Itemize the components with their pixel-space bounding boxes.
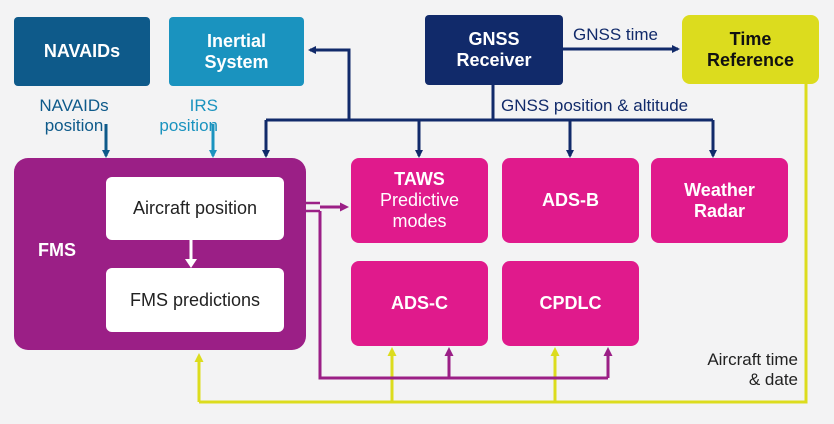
aircraft-time-date-label: Aircraft time & date bbox=[688, 350, 798, 391]
inertial-title-line1: Inertial bbox=[206, 30, 267, 51]
navaids-position-label-line1: NAVAIDs bbox=[39, 96, 109, 115]
time-distribution-line bbox=[199, 84, 808, 404]
aircraft-time-label-line2: & date bbox=[748, 370, 798, 390]
gnss-receiver-box: GNSS Receiver bbox=[425, 15, 563, 85]
inertial-title-line2: System bbox=[204, 51, 269, 72]
irs-position-label-line1: IRS bbox=[189, 96, 218, 115]
navaids-box: NAVAIDs bbox=[14, 17, 150, 86]
irs-position-label: IRS position bbox=[128, 96, 218, 137]
adsb-box: ADS-B bbox=[502, 158, 639, 243]
time-title-line2: Reference bbox=[706, 49, 795, 70]
taws-sub-line2: modes bbox=[392, 210, 447, 231]
adsb-title: ADS-B bbox=[542, 190, 599, 211]
navaids-position-label: NAVAIDs position bbox=[14, 96, 134, 137]
cpdlc-box: CPDLC bbox=[502, 261, 639, 346]
gnss-title-line1: GNSS bbox=[468, 29, 520, 50]
adsc-box: ADS-C bbox=[351, 261, 488, 346]
gnss-to-inertial-arrow bbox=[308, 46, 351, 120]
irs-position-label-line2: position bbox=[159, 116, 218, 136]
gnss-title-line2: Receiver bbox=[456, 50, 532, 70]
inertial-system-box: Inertial System bbox=[169, 17, 304, 86]
fms-predictions-label: FMS predictions bbox=[129, 289, 261, 310]
weather-radar-box: Weather Radar bbox=[651, 158, 788, 243]
taws-sub-line1: Predictive bbox=[379, 190, 460, 211]
aircraft-position-box: Aircraft position bbox=[106, 177, 284, 240]
fms-predictions-box: FMS predictions bbox=[106, 268, 284, 332]
navaids-position-label-line2: position bbox=[44, 116, 104, 136]
time-title-line1: Time bbox=[729, 28, 772, 49]
aircraft-position-label: Aircraft position bbox=[132, 198, 258, 219]
gnss-time-label: GNSS time bbox=[573, 25, 659, 44]
aircraft-time-label-line1: Aircraft time bbox=[707, 350, 798, 369]
cpdlc-title: CPDLC bbox=[539, 293, 602, 314]
acpos-distribution-line bbox=[318, 211, 608, 380]
weather-title-line2: Radar bbox=[693, 200, 746, 221]
weather-title-line1: Weather bbox=[684, 179, 755, 200]
time-reference-box: Time Reference bbox=[682, 15, 819, 84]
navaids-title: NAVAIDs bbox=[43, 41, 121, 62]
acpos-to-predictions-arrow bbox=[185, 239, 197, 268]
taws-box: TAWS Predictive modes bbox=[351, 158, 488, 243]
gnss-position-altitude-label: GNSS position & altitude bbox=[501, 96, 689, 115]
adsc-title: ADS-C bbox=[391, 293, 448, 314]
fms-title: FMS bbox=[38, 240, 76, 260]
taws-title: TAWS bbox=[394, 169, 445, 190]
